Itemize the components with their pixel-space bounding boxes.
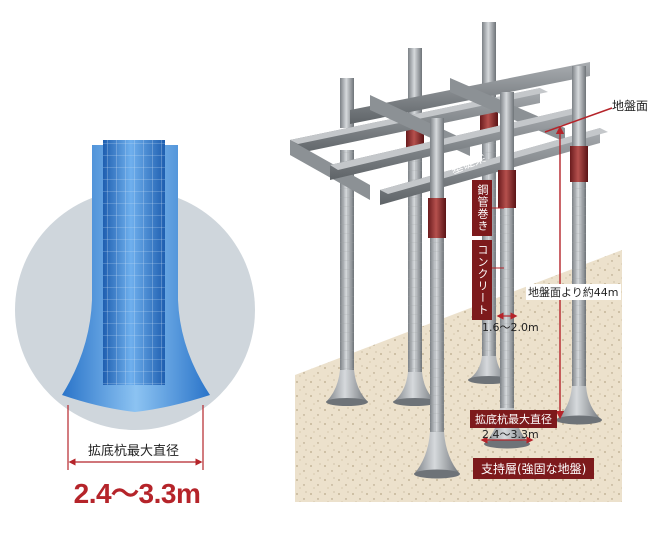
bottom-caption-label: 拡底杭最大直径 — [470, 410, 557, 428]
pile-front-left — [414, 118, 460, 479]
pile-back-left — [326, 78, 368, 406]
steel-pipe-label: 鋼管巻き — [472, 180, 492, 236]
left-caption: 拡底杭最大直径 — [88, 444, 180, 459]
shaft-diameter-label: 1.6〜2.0m — [482, 321, 539, 334]
left-value: 2.4〜3.3m — [73, 478, 201, 509]
left-panel — [15, 140, 255, 470]
ground-surface-label: 地盤面 — [612, 99, 649, 113]
left-pile-grid — [103, 140, 165, 385]
bottom-value-label: 2.4〜3.3m — [482, 428, 539, 441]
pile-front-center — [484, 92, 530, 449]
right-panel — [290, 22, 622, 502]
concrete-label: コンクリート — [472, 240, 492, 320]
soil-block — [295, 250, 622, 502]
depth-label: 地盤面より約44m — [526, 284, 621, 300]
bearing-layer-label: 支持層(強固な地盤) — [473, 458, 595, 479]
